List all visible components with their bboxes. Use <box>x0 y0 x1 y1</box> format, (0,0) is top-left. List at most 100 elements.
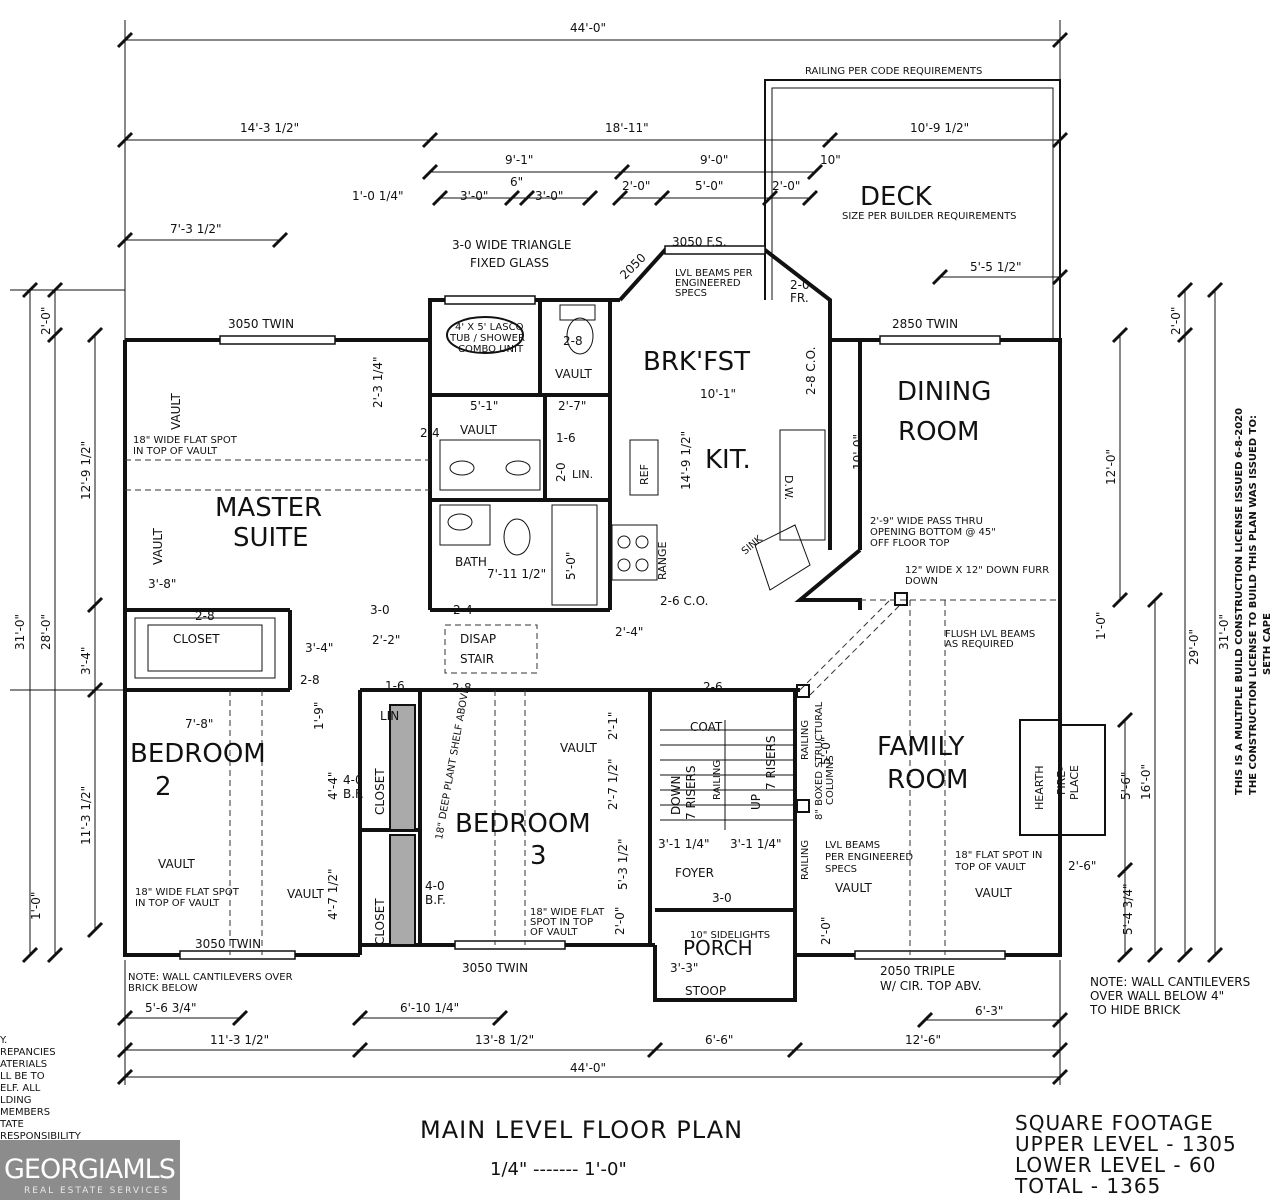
note-vault-bed3: VAULT <box>560 741 597 755</box>
dim-overall-top: 44'-0" <box>570 21 606 35</box>
dim-bot-4: 12'-6" <box>905 1033 941 1047</box>
room-family-1: FAMILY <box>877 732 964 762</box>
door-1-6b: 1-6 <box>556 431 576 445</box>
window-master: 3050 TWIN <box>228 317 294 331</box>
note-furr-2: DOWN <box>905 576 938 587</box>
note-disc-2: REPANCIES <box>0 1047 56 1058</box>
dim-r-2: 2'-0" <box>1169 307 1183 335</box>
dim-i-78: 7'-8" <box>185 717 213 731</box>
note-family-flat-2: TOP OF VAULT <box>954 862 1027 873</box>
door-bf-b: B.F. <box>425 893 446 907</box>
dim-sub-10: 2'-0" <box>772 179 800 193</box>
dim-i-149: 14'-9 1/2" <box>679 431 693 490</box>
dim-l-28: 28'-0" <box>39 614 53 650</box>
note-pass-3: OFF FLOOR TOP <box>870 538 949 549</box>
dimension-lines <box>10 20 1224 1086</box>
dim-sub-7: 3'-0" <box>535 189 563 203</box>
logo-main-text: GEORGIAMLS <box>4 1154 176 1185</box>
room-lin2: LIN. <box>572 468 593 481</box>
room-master-2: SUITE <box>233 523 309 553</box>
dim-top-1: 14'-3 1/2" <box>240 121 299 135</box>
dim-r-54: 5'-4 3/4" <box>1121 883 1135 935</box>
door-2-8c: 2-8 <box>452 681 472 695</box>
door-bf-a: B.F. <box>343 787 364 801</box>
georgia-mls-logo: GEORGIAMLS REAL ESTATE SERVICES <box>0 1140 180 1200</box>
dim-i-711: 7'-11 1/2" <box>487 567 546 581</box>
dim-i-21: 2'-1" <box>606 712 620 740</box>
note-disc-7: MEMBERS <box>0 1107 50 1118</box>
dim-i-33: 3'-3" <box>670 961 698 975</box>
room-kit: KIT. <box>705 445 751 475</box>
dim-bot-6: 6'-10 1/4" <box>400 1001 459 1015</box>
dim-sub-8: 2'-0" <box>622 179 650 193</box>
note-disc-3: ATERIALS <box>0 1059 47 1070</box>
note-up-1: UP <box>749 794 763 810</box>
note-tub-2: TUB / SHOWER <box>449 333 525 344</box>
dim-l-34: 3'-4" <box>79 647 93 675</box>
dim-r-16: 16'-0" <box>1139 764 1153 800</box>
note-vault-bed2-2: VAULT <box>287 887 324 901</box>
room-brkfst: BRK'FST <box>643 347 750 377</box>
note-bed3-flat-1: 18" WIDE FLAT <box>530 907 605 918</box>
note-vault-bed2: VAULT <box>158 857 195 871</box>
window-brk: 3050 F.S. <box>672 235 727 249</box>
door-1-6a: 1-6 <box>385 679 405 693</box>
room-dw: D.W. <box>782 475 795 500</box>
room-closet: CLOSET <box>173 632 220 646</box>
dim-i-50: 5'-0" <box>564 552 578 580</box>
room-bath: BATH <box>455 555 487 569</box>
room-dining-2: ROOM <box>898 417 979 447</box>
dim-i-19: 1'-9" <box>312 702 326 730</box>
dim-r-56: 5'-6" <box>1119 772 1133 800</box>
room-bedroom2-2: 2 <box>155 772 172 802</box>
room-ref: REF <box>638 464 651 485</box>
note-lvl2-3: SPECS <box>825 864 857 875</box>
note-bed3-flat-2: SPOT IN TOP <box>530 917 593 928</box>
sqft-total: TOTAL - 1365 <box>1014 1174 1161 1198</box>
note-deck-size: SIZE PER BUILDER REQUIREMENTS <box>842 211 1017 222</box>
dim-i-311: 3'-1 1/4" <box>658 837 710 851</box>
note-vault-master-1: VAULT <box>169 393 183 430</box>
dim-i-231: 2'-3 1/4" <box>371 356 385 408</box>
note-railing-v-3: RAILING <box>800 840 811 880</box>
door-2-0fr: 2-0 <box>790 278 810 292</box>
note-boxed-2: COLUMNS <box>825 755 836 805</box>
dim-i-51: 5'-1" <box>470 399 498 413</box>
dimension-labels: 44'-0" 44'-0" 14'-3 1/2" 18'-11" 10'-9 1… <box>13 21 1231 1075</box>
dim-i-24: 2'-4" <box>615 625 643 639</box>
dim-i-47: 4'-7 1/2" <box>326 868 340 920</box>
door-3-0: 3-0 <box>370 603 390 617</box>
room-disap-2: STAIR <box>460 652 494 666</box>
note-cant-left-2: BRICK BELOW <box>128 983 198 994</box>
windows <box>179 245 1006 960</box>
note-vault-family-2: VAULT <box>975 886 1012 900</box>
dim-i-20b: 2'-0" <box>819 917 833 945</box>
dim-i-26co: 2-6 C.O. <box>660 594 708 608</box>
window-2050: 2050 <box>617 251 648 282</box>
note-up-2: 7 RISERS <box>764 736 778 790</box>
dim-sub-2: 9'-0" <box>700 153 728 167</box>
note-railing-v-1: RAILING <box>712 760 723 800</box>
note-furr-1: 12" WIDE X 12" DOWN FURR <box>905 565 1049 576</box>
note-down-2: 7 RISERS <box>684 766 698 820</box>
note-pass-1: 2'-9" WIDE PASS THRU <box>870 516 983 527</box>
plan-scale: 1/4" ------- 1'-0" <box>490 1159 627 1180</box>
dim-r-12: 12'-0" <box>1104 449 1118 485</box>
plan-title: MAIN LEVEL FLOOR PLAN <box>420 1116 743 1144</box>
door-4-0b: 4-0 <box>425 879 445 893</box>
dim-r-29: 29'-0" <box>1187 629 1201 665</box>
dim-i-312: 3'-1 1/4" <box>730 837 782 851</box>
door-2-6: 2-6 <box>703 680 723 694</box>
dim-sub-5: 3'-0" <box>460 189 488 203</box>
dim-i-53: 5'-3 1/2" <box>616 838 630 890</box>
room-deck: DECK <box>860 182 933 212</box>
dim-i-27: 2'-7" <box>558 399 586 413</box>
door-3-0b: 3-0 <box>712 891 732 905</box>
door-2-0: 2-0 <box>554 462 568 482</box>
dim-i-100: 10'-0" <box>851 434 865 470</box>
note-disc-1: Y. <box>0 1035 7 1046</box>
dim-i-28co: 2-8 C.O. <box>804 347 818 395</box>
note-disc-5: ELF. ALL <box>0 1083 41 1094</box>
door-fr: FR. <box>790 291 809 305</box>
deck-outline <box>764 79 1061 340</box>
